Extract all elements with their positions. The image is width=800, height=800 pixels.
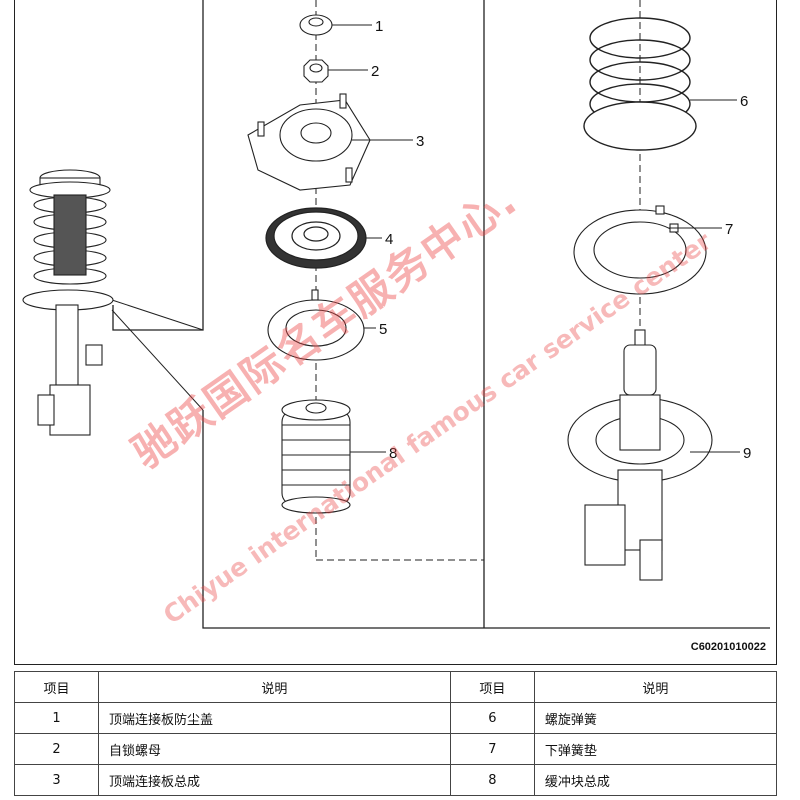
part-9-strut: [567, 329, 713, 581]
callout-2: 2: [371, 63, 379, 80]
part-8-bump-stop: [281, 399, 351, 514]
row-right-num: 6: [449, 702, 535, 734]
part-5-spring-seat: [267, 289, 365, 361]
row-left-num: 3: [14, 764, 99, 796]
table-header-row: 项目 说明 项目 说明: [14, 671, 778, 703]
leader-assembly-bottom: [111, 309, 204, 411]
diagram-frame: [14, 0, 777, 665]
part-3-top-mount: [247, 93, 371, 191]
leader-assembly-top: [111, 299, 204, 331]
assembled-strut: [22, 169, 114, 436]
callout-8: 8: [389, 445, 397, 462]
callout-7: 7: [725, 221, 733, 238]
row-right-desc: 下弹簧垫: [533, 733, 778, 765]
part-7-lower-seat: [573, 205, 707, 295]
part-2-nut: [303, 59, 329, 83]
row-left-desc: 顶端连接板防尘盖: [98, 702, 451, 734]
row-left-num: 2: [14, 733, 99, 765]
table-row: 2 自锁螺母 7 下弹簧垫: [14, 733, 778, 765]
exploded-strut-diagram: 1 2 3 4 5 8 6 7 9: [22, 0, 770, 629]
table-row: 3 顶端连接板总成 8 缓冲块总成: [14, 764, 778, 796]
parts-table: 项目 说明 项目 说明 1 顶端连接板防尘盖 6 螺旋弹簧 2 自锁螺母 7 下…: [14, 671, 778, 796]
row-left-desc: 顶端连接板总成: [98, 764, 451, 796]
part-6-coil-spring: [583, 17, 697, 151]
figure-code: C60201010022: [690, 641, 766, 653]
inner-frame-left: [112, 0, 204, 331]
row-left-desc: 自锁螺母: [98, 733, 451, 765]
callout-4: 4: [385, 231, 393, 248]
callout-5: 5: [379, 321, 387, 338]
axis-connector: [316, 0, 485, 561]
part-1-dust-cap: [299, 14, 333, 36]
header-desc-left: 说明: [98, 671, 451, 703]
callout-3: 3: [416, 133, 424, 150]
header-item-left: 项目: [14, 671, 99, 703]
row-left-num: 1: [14, 702, 99, 734]
row-right-num: 7: [449, 733, 535, 765]
inner-frame-mid: [202, 410, 770, 629]
callout-1: 1: [375, 18, 383, 35]
header-item-right: 项目: [449, 671, 535, 703]
table-row: 1 顶端连接板防尘盖 6 螺旋弹簧: [14, 702, 778, 734]
part-4-bearing: [265, 207, 367, 269]
row-right-num: 8: [449, 764, 535, 796]
header-desc-right: 说明: [533, 671, 778, 703]
row-right-desc: 螺旋弹簧: [533, 702, 778, 734]
callout-6: 6: [740, 93, 748, 110]
row-right-desc: 缓冲块总成: [533, 764, 778, 796]
callout-9: 9: [743, 445, 751, 462]
